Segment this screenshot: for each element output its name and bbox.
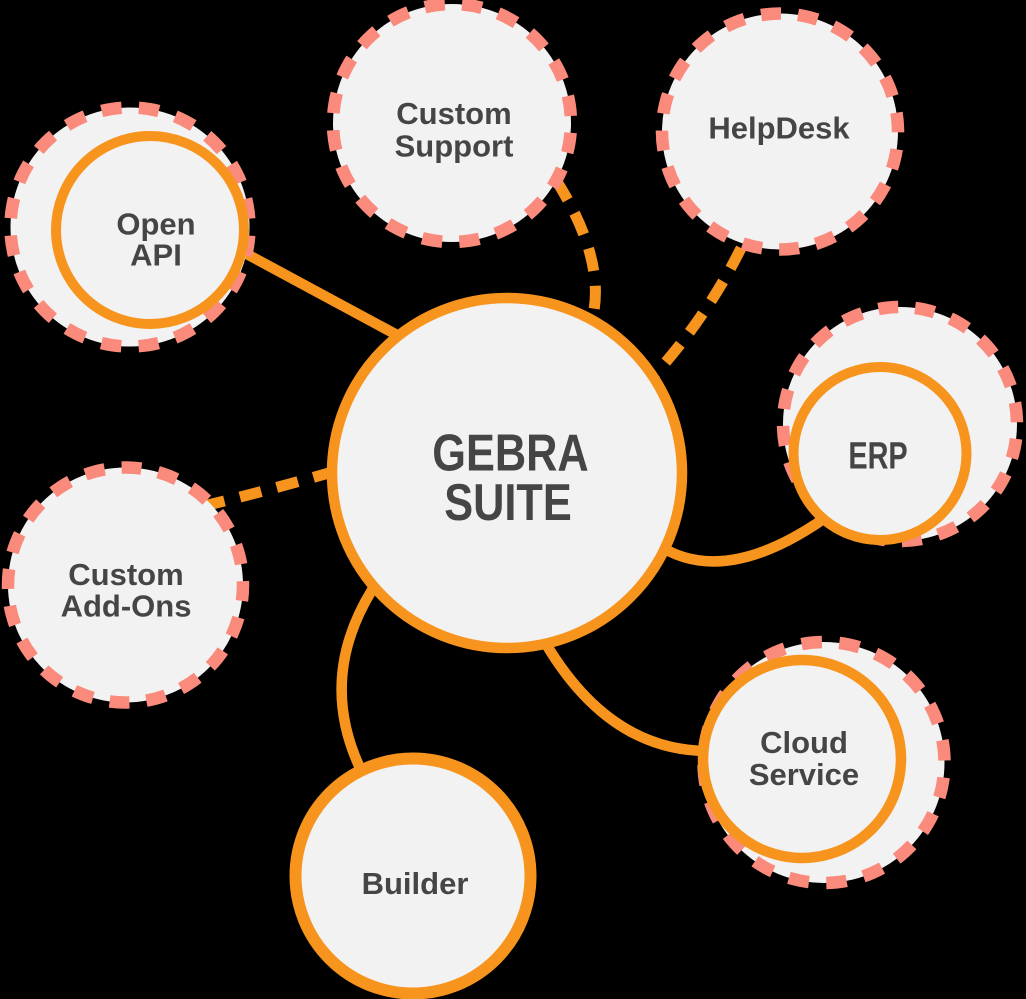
svg-text:Custom: Custom bbox=[396, 96, 511, 131]
svg-text:Service: Service bbox=[749, 757, 859, 792]
svg-text:Open: Open bbox=[116, 206, 195, 241]
svg-text:Cloud: Cloud bbox=[760, 725, 848, 760]
svg-text:API: API bbox=[130, 237, 182, 272]
svg-text:SUITE: SUITE bbox=[444, 475, 572, 533]
svg-text:Support: Support bbox=[395, 128, 514, 163]
svg-text:Add-Ons: Add-Ons bbox=[61, 589, 192, 624]
svg-text:ERP: ERP bbox=[848, 435, 907, 478]
svg-text:Builder: Builder bbox=[362, 866, 469, 901]
svg-text:GEBRA: GEBRA bbox=[432, 425, 588, 483]
svg-text:HelpDesk: HelpDesk bbox=[708, 111, 850, 146]
svg-text:Custom: Custom bbox=[68, 557, 183, 592]
